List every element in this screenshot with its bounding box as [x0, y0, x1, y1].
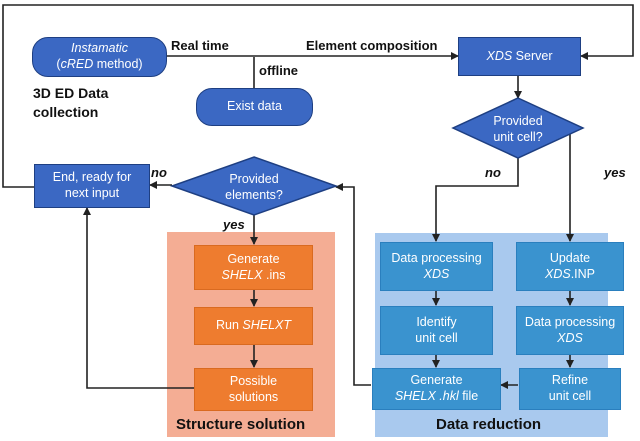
- data-processing-left-node: Data processing XDS: [380, 242, 493, 291]
- generate-hkl-node: Generate SHELX .hkl file: [372, 368, 501, 410]
- identify-l1: Identify: [416, 314, 457, 329]
- run-italic: SHELXT: [242, 318, 292, 333]
- dp-right-l1: Data processing: [524, 314, 616, 329]
- edge-possible-end: [83, 207, 194, 389]
- yes-left-label: yes: [223, 217, 245, 232]
- generate-ins-italic: SHELX: [221, 267, 263, 282]
- xds-server-rest: Server: [512, 48, 553, 63]
- edge-loop-top: [2, 4, 634, 188]
- decision-provided-elements: [169, 156, 339, 216]
- unit-cell-l2: unit cell?: [493, 130, 542, 144]
- identify-unit-cell-node: Identify unit cell: [380, 306, 493, 355]
- real-time-label: Real time: [171, 38, 229, 53]
- generate-ins-l1: Generate: [227, 251, 280, 266]
- possible-solutions-node: Possible solutions: [194, 368, 313, 411]
- dp-left-l2: XDS: [423, 266, 450, 281]
- gen-hkl-italic: SHELX .hkl: [394, 389, 459, 403]
- xds-server-node: XDS Server: [458, 37, 581, 76]
- collection-title: 3D ED Data collection: [33, 84, 108, 122]
- end-l1: End, ready for: [52, 170, 132, 185]
- offline-label: offline: [259, 63, 298, 78]
- update-rest: .INP: [570, 266, 595, 281]
- end-node: End, ready for next input: [34, 164, 150, 208]
- refine-l2: unit cell: [548, 389, 592, 403]
- data-processing-right-node: Data processing XDS: [516, 306, 624, 355]
- unit-cell-l1: Provided: [493, 114, 542, 128]
- refine-unit-cell-node: Refine unit cell: [519, 368, 621, 410]
- structure-solution-title: Structure solution: [176, 416, 306, 433]
- no-right-label: no: [485, 165, 501, 180]
- instamatic-node: Instamatic (cRED method): [32, 37, 167, 77]
- element-composition-label: Element composition: [306, 38, 438, 53]
- generate-ins-node: Generate SHELX .ins: [194, 245, 313, 290]
- collection-title-l2: collection: [33, 104, 99, 120]
- yes-right-label: yes: [604, 165, 626, 180]
- edge-no-dp-left: [432, 158, 519, 242]
- instamatic-l1: Instamatic: [71, 41, 128, 56]
- refine-l1: Refine: [551, 373, 589, 388]
- xds-server-italic: XDS: [486, 48, 513, 63]
- decision-provided-unit-cell: [451, 97, 585, 159]
- end-l2: next input: [64, 186, 120, 200]
- edge-hkl-elements: [335, 183, 371, 386]
- elements-l1: Provided: [229, 172, 278, 186]
- update-inp-node: Update XDS.INP: [516, 242, 624, 291]
- instamatic-l2-italic: cRED: [60, 57, 94, 71]
- dp-right-l2: XDS: [557, 330, 583, 345]
- gen-hkl-l1: Generate: [410, 373, 463, 388]
- instamatic-l2-pre: (: [56, 57, 61, 71]
- elements-l2: elements?: [225, 188, 283, 202]
- no-left-label: no: [151, 165, 167, 180]
- edge-yes-update: [566, 127, 583, 242]
- run-pre: Run: [215, 318, 243, 333]
- possible-l1: Possible: [229, 373, 278, 388]
- data-reduction-title: Data reduction: [436, 416, 542, 433]
- run-shelxt-node: Run SHELXT: [194, 307, 313, 345]
- exist-data-label: Exist data: [227, 99, 282, 114]
- instamatic-l2-post: method): [93, 57, 143, 71]
- update-l1: Update: [549, 250, 591, 265]
- dp-left-l1: Data processing: [391, 250, 482, 265]
- gen-hkl-rest: file: [458, 389, 479, 403]
- exist-data-node: Exist data: [196, 88, 313, 126]
- generate-ins-rest: .ins: [262, 267, 286, 282]
- possible-l2: solutions: [228, 389, 279, 404]
- update-italic: XDS: [544, 266, 571, 281]
- identify-l2: unit cell: [415, 330, 458, 345]
- collection-title-l1: 3D ED Data: [33, 85, 109, 101]
